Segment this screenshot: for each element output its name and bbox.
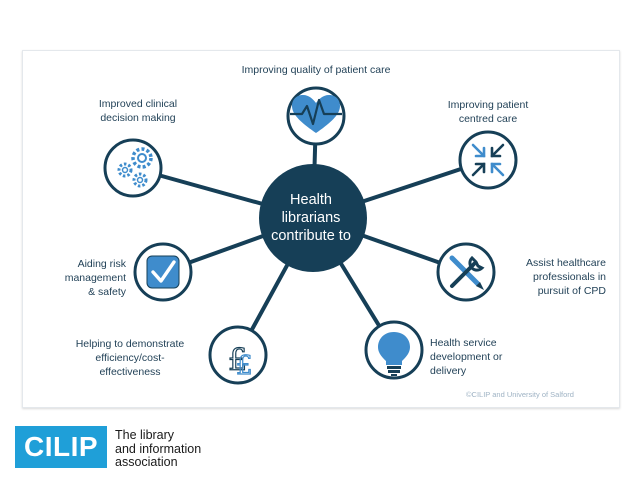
checkmark-icon: [146, 255, 180, 289]
center-hub: [259, 164, 367, 272]
label-risk-line3: & safety: [88, 286, 126, 298]
center-line2: librarians: [281, 210, 341, 226]
node-quality: [286, 86, 346, 146]
label-cpd-line2: professionals in: [533, 271, 606, 283]
node-service: [364, 320, 424, 380]
label-quality-text: Improving quality of patient care: [241, 64, 391, 76]
label-clinical-line2: decision making: [100, 112, 176, 124]
pound-sign-icon: £ £: [227, 342, 253, 381]
label-efficiency: Helping to demonstrate efficiency/cost- …: [60, 337, 200, 379]
center-line1: Health: [290, 192, 332, 208]
label-efficiency-line1: Helping to demonstrate: [75, 338, 185, 350]
copyright-text: ©CILIP and University of Salford: [466, 390, 574, 399]
label-risk-line2: management: [64, 272, 126, 284]
center-label: Health librarians contribute to: [259, 191, 363, 245]
label-patient-centred-line2: centred care: [458, 113, 518, 125]
label-efficiency-line2: efficiency/cost-: [95, 352, 165, 364]
lightbulb-icon: [378, 332, 410, 376]
node-patient-centred: [458, 130, 518, 190]
label-patient-centred: Improving patient centred care: [428, 98, 548, 126]
center-line3: contribute to: [271, 228, 351, 244]
pencil-wrench-icon: [449, 255, 485, 290]
arrows-inward-icon: [471, 143, 505, 177]
logo-tagline-line3: association: [115, 455, 178, 469]
label-service-line3: delivery: [430, 365, 467, 377]
label-quality: Improving quality of patient care: [196, 63, 436, 77]
label-clinical-line1: Improved clinical: [98, 98, 178, 110]
svg-text:£: £: [228, 343, 247, 378]
label-patient-centred-line1: Improving patient: [447, 99, 529, 111]
label-service: Health service development or delivery: [430, 336, 550, 378]
label-efficiency-line3: effectiveness: [99, 366, 161, 378]
label-service-line1: Health service: [430, 337, 497, 349]
gears-icon: [117, 147, 153, 188]
node-efficiency: £ £: [208, 325, 268, 385]
label-cpd: Assist healthcare professionals in pursu…: [490, 256, 606, 298]
logo-tagline-line1: The library: [115, 428, 175, 442]
heartbeat-icon: [290, 95, 342, 133]
node-cpd: [436, 242, 496, 302]
logo-tagline: The library and information association: [115, 428, 202, 470]
label-risk-line1: Aiding risk: [77, 258, 126, 270]
node-clinical: [103, 138, 163, 198]
label-risk: Aiding risk management & safety: [30, 257, 126, 299]
label-cpd-line1: Assist healthcare: [526, 257, 606, 269]
label-clinical: Improved clinical decision making: [80, 97, 196, 125]
cilip-logo: CILIP: [15, 426, 107, 468]
label-service-line2: development or: [430, 351, 503, 363]
label-cpd-line3: pursuit of CPD: [537, 285, 606, 297]
logo-tagline-line2: and information: [115, 441, 202, 456]
node-risk: [133, 242, 193, 302]
svg-text:£: £: [236, 351, 253, 381]
